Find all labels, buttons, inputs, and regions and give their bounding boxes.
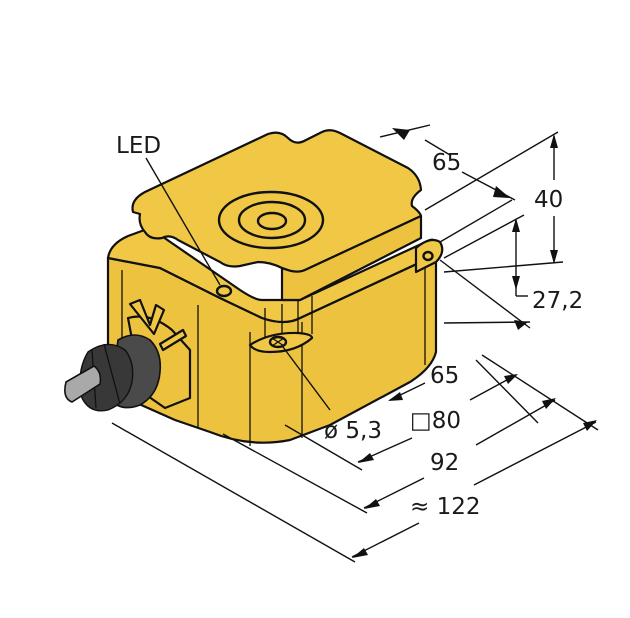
ext-line	[443, 214, 525, 259]
arrow-icon	[542, 398, 556, 409]
cable	[64, 365, 102, 403]
dimensions	[111, 124, 599, 563]
sensing-face-outer-ring	[217, 190, 325, 250]
connector-tab	[158, 328, 188, 352]
sensing-face-middle-ring	[237, 200, 307, 240]
dim-label-overall-width: 92	[430, 450, 459, 476]
mounting-hole-right	[422, 250, 434, 262]
arrow-icon	[504, 374, 518, 384]
ext-line	[475, 359, 539, 424]
ext-line	[443, 261, 564, 273]
arrow-icon	[352, 548, 368, 558]
ext-line	[222, 433, 368, 514]
arrow-icon	[364, 499, 380, 509]
hole-cross	[271, 337, 285, 347]
arrow-icon	[392, 128, 410, 140]
arrow-icon	[512, 218, 520, 232]
led-leader-line	[145, 157, 221, 286]
dim-label-square-size: □80	[410, 408, 461, 434]
dim-line-122	[473, 421, 597, 486]
mounting-lug-front	[264, 296, 313, 345]
arrow-icon	[550, 250, 558, 264]
sensing-face-inner-ring	[256, 211, 288, 231]
gland-facet	[103, 343, 121, 405]
sensor-housing	[106, 129, 444, 446]
mounting-hole-front	[268, 335, 288, 349]
ext-line	[439, 259, 531, 329]
housing-top-right-face	[280, 214, 423, 302]
arrow-icon	[512, 276, 520, 290]
arrow-icon	[358, 453, 374, 463]
led-label: LED	[116, 133, 161, 159]
dim-label-hole-diameter: ø 5,3	[324, 418, 382, 444]
cable-gland	[64, 334, 162, 412]
dim-label-height-mount: 27,2	[532, 288, 583, 314]
arrow-icon	[493, 186, 510, 198]
led-indicator	[215, 284, 233, 298]
dim-line-65-top	[424, 139, 451, 156]
arrow-icon	[583, 420, 597, 431]
hole-leader-line	[282, 346, 331, 411]
dim-label-overall-length: ≈ 122	[410, 494, 480, 520]
mounting-hole-seat-front	[248, 331, 314, 354]
arrow-icon	[514, 320, 528, 330]
ext-line	[284, 424, 363, 471]
ext-line	[111, 422, 356, 563]
dim-line-92	[475, 399, 556, 446]
connector-fins	[128, 298, 166, 336]
ext-line	[439, 199, 513, 243]
arrow-icon	[550, 134, 558, 148]
dim-label-top-width: 65	[432, 150, 461, 176]
dim-label-mount-spacing: 65	[430, 363, 459, 389]
arrow-icon	[388, 392, 403, 401]
ext-line	[424, 131, 559, 211]
dim-label-height-total: 40	[534, 187, 563, 213]
ext-line	[481, 354, 599, 431]
